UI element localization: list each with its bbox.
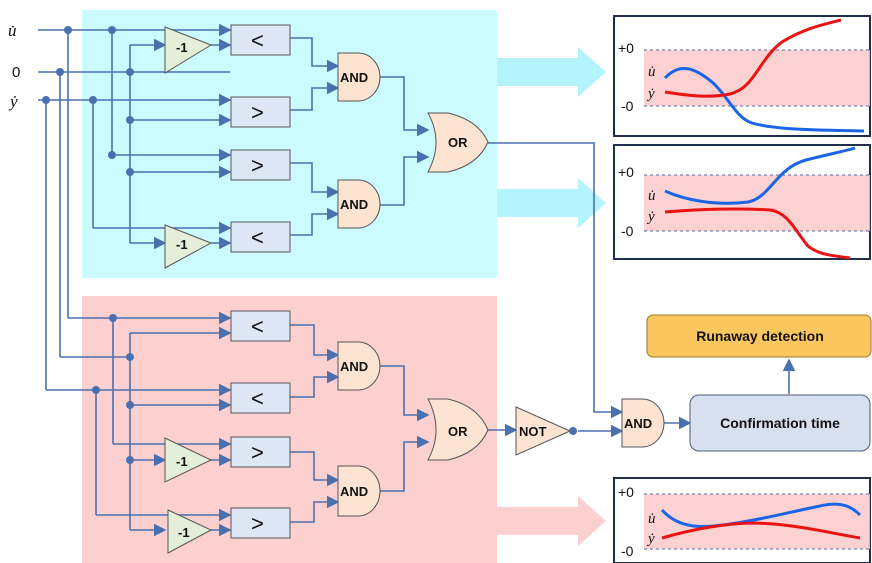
svg-text:-0: -0 xyxy=(621,223,634,239)
and-gate: AND xyxy=(337,52,381,102)
svg-text:-0: -0 xyxy=(621,98,634,114)
svg-text:-1: -1 xyxy=(178,525,190,540)
svg-text:>: > xyxy=(251,511,264,536)
svg-text:AND: AND xyxy=(340,197,368,212)
svg-text:OR: OR xyxy=(448,424,468,439)
svg-text:ẏ: ẏ xyxy=(646,531,655,547)
svg-text:-1: -1 xyxy=(176,237,188,252)
svg-text:AND: AND xyxy=(340,70,368,85)
bottom-wires xyxy=(46,311,796,537)
runaway-detection-block: Runaway detection xyxy=(646,314,872,358)
svg-text:Confirmation time: Confirmation time xyxy=(720,415,840,431)
svg-text:-0: -0 xyxy=(621,543,634,559)
input-wires xyxy=(38,23,232,390)
comparator-gt: > xyxy=(230,96,291,128)
big-arrow-top-1 xyxy=(497,47,606,97)
or-gate: OR xyxy=(427,112,489,173)
or-gate: OR xyxy=(427,398,489,461)
plot-no-runaway-case: +0 -0 u̇ ẏ xyxy=(613,477,871,563)
svg-text:Runaway detection: Runaway detection xyxy=(696,328,824,344)
svg-text:>: > xyxy=(251,100,264,125)
svg-text:ẏ: ẏ xyxy=(646,209,655,225)
big-arrow-top-2 xyxy=(497,178,606,228)
comparator-lt: < xyxy=(230,382,291,414)
plot-runaway-case-2: +0 -0 u̇ ẏ xyxy=(613,144,871,260)
comparator-gt: > xyxy=(230,507,291,539)
comparator-gt: > xyxy=(230,149,291,181)
svg-text:OR: OR xyxy=(448,135,468,150)
svg-text:u̇: u̇ xyxy=(648,511,656,527)
and-gate: AND xyxy=(337,341,381,391)
big-arrow-bottom xyxy=(497,496,606,546)
svg-text:<: < xyxy=(251,386,264,411)
and-gate: AND xyxy=(337,465,381,517)
negate-block: -1 xyxy=(164,224,213,269)
svg-text:AND: AND xyxy=(624,416,652,431)
plot-runaway-case-1: +0 -0 u̇ ẏ xyxy=(613,15,871,137)
svg-text:ẏ: ẏ xyxy=(646,86,655,102)
svg-text:<: < xyxy=(251,225,264,250)
input-zero-label: 0 xyxy=(12,64,20,81)
svg-text:<: < xyxy=(251,314,264,339)
svg-text:u̇: u̇ xyxy=(648,64,656,80)
svg-text:+0: +0 xyxy=(618,164,634,180)
not-gate: NOT xyxy=(515,406,577,456)
comparator-lt: < xyxy=(230,24,291,56)
svg-text:>: > xyxy=(251,153,264,178)
svg-text:-1: -1 xyxy=(176,454,188,469)
negate-block: -1 xyxy=(167,509,213,554)
svg-text:AND: AND xyxy=(340,484,368,499)
final-and-gate: AND xyxy=(621,398,665,448)
top-wires xyxy=(93,37,624,419)
input-u-dot-label: u̇ xyxy=(8,21,17,40)
junction-dots xyxy=(42,26,134,464)
svg-text:+0: +0 xyxy=(618,40,634,56)
negate-block: -1 xyxy=(164,26,213,74)
svg-text:<: < xyxy=(251,28,264,53)
svg-text:+0: +0 xyxy=(618,484,634,500)
comparator-lt: < xyxy=(230,310,291,342)
svg-text:u̇: u̇ xyxy=(648,188,656,204)
comparator-lt: < xyxy=(230,221,291,253)
svg-text:-1: -1 xyxy=(176,40,188,55)
svg-text:NOT: NOT xyxy=(519,424,547,439)
input-y-dot-label: ẏ xyxy=(8,92,18,111)
svg-text:AND: AND xyxy=(340,359,368,374)
confirmation-time-block: Confirmation time xyxy=(689,394,871,452)
negate-block: -1 xyxy=(164,437,213,483)
and-gate: AND xyxy=(337,179,381,229)
svg-text:>: > xyxy=(251,440,264,465)
comparator-gt: > xyxy=(230,436,291,468)
